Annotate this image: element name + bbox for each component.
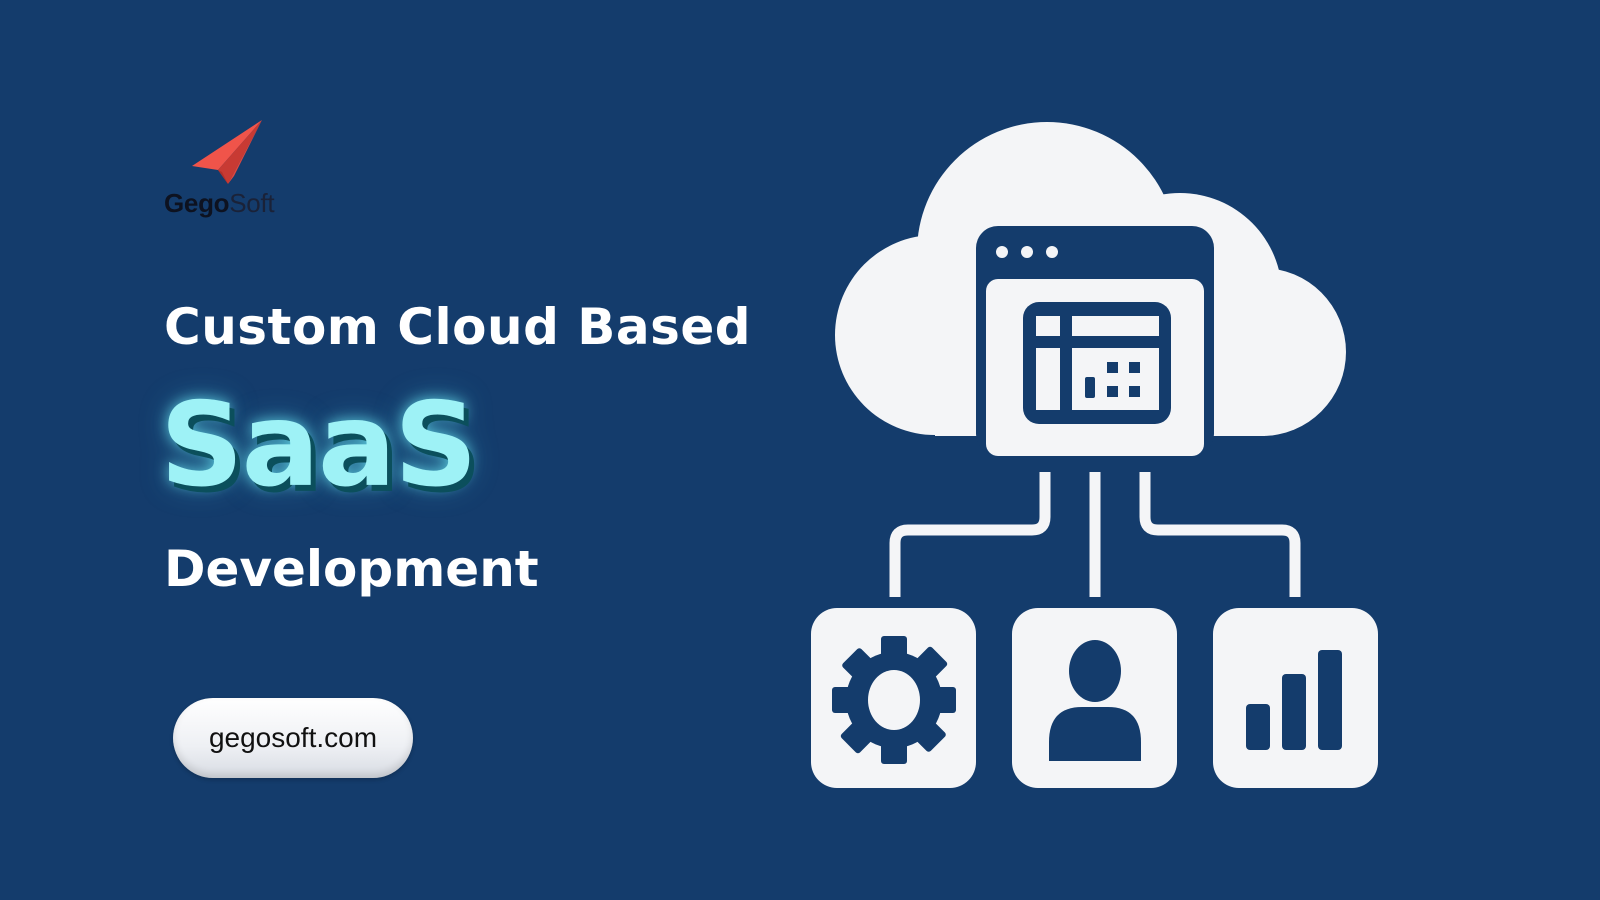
user-tile	[1012, 608, 1177, 788]
bar-chart-icon	[1246, 650, 1342, 750]
gear-tile	[811, 608, 976, 788]
brand-name: GegoSoft	[164, 188, 275, 219]
highlight-title: SaaS	[160, 378, 478, 513]
brand-logo: GegoSoft	[164, 118, 294, 218]
paper-plane-icon	[192, 120, 262, 184]
subheadline: Development	[164, 540, 539, 598]
dashboard-icon	[1023, 302, 1171, 424]
headline: Custom Cloud Based	[164, 298, 752, 356]
user-icon	[1049, 640, 1141, 761]
brand-name-light: Soft	[229, 188, 275, 218]
connector-lines	[889, 472, 1301, 597]
brand-name-bold: Gego	[164, 188, 230, 218]
gear-icon	[832, 636, 956, 764]
chart-tile	[1213, 608, 1378, 788]
website-link-button[interactable]: gegosoft.com	[173, 698, 413, 778]
